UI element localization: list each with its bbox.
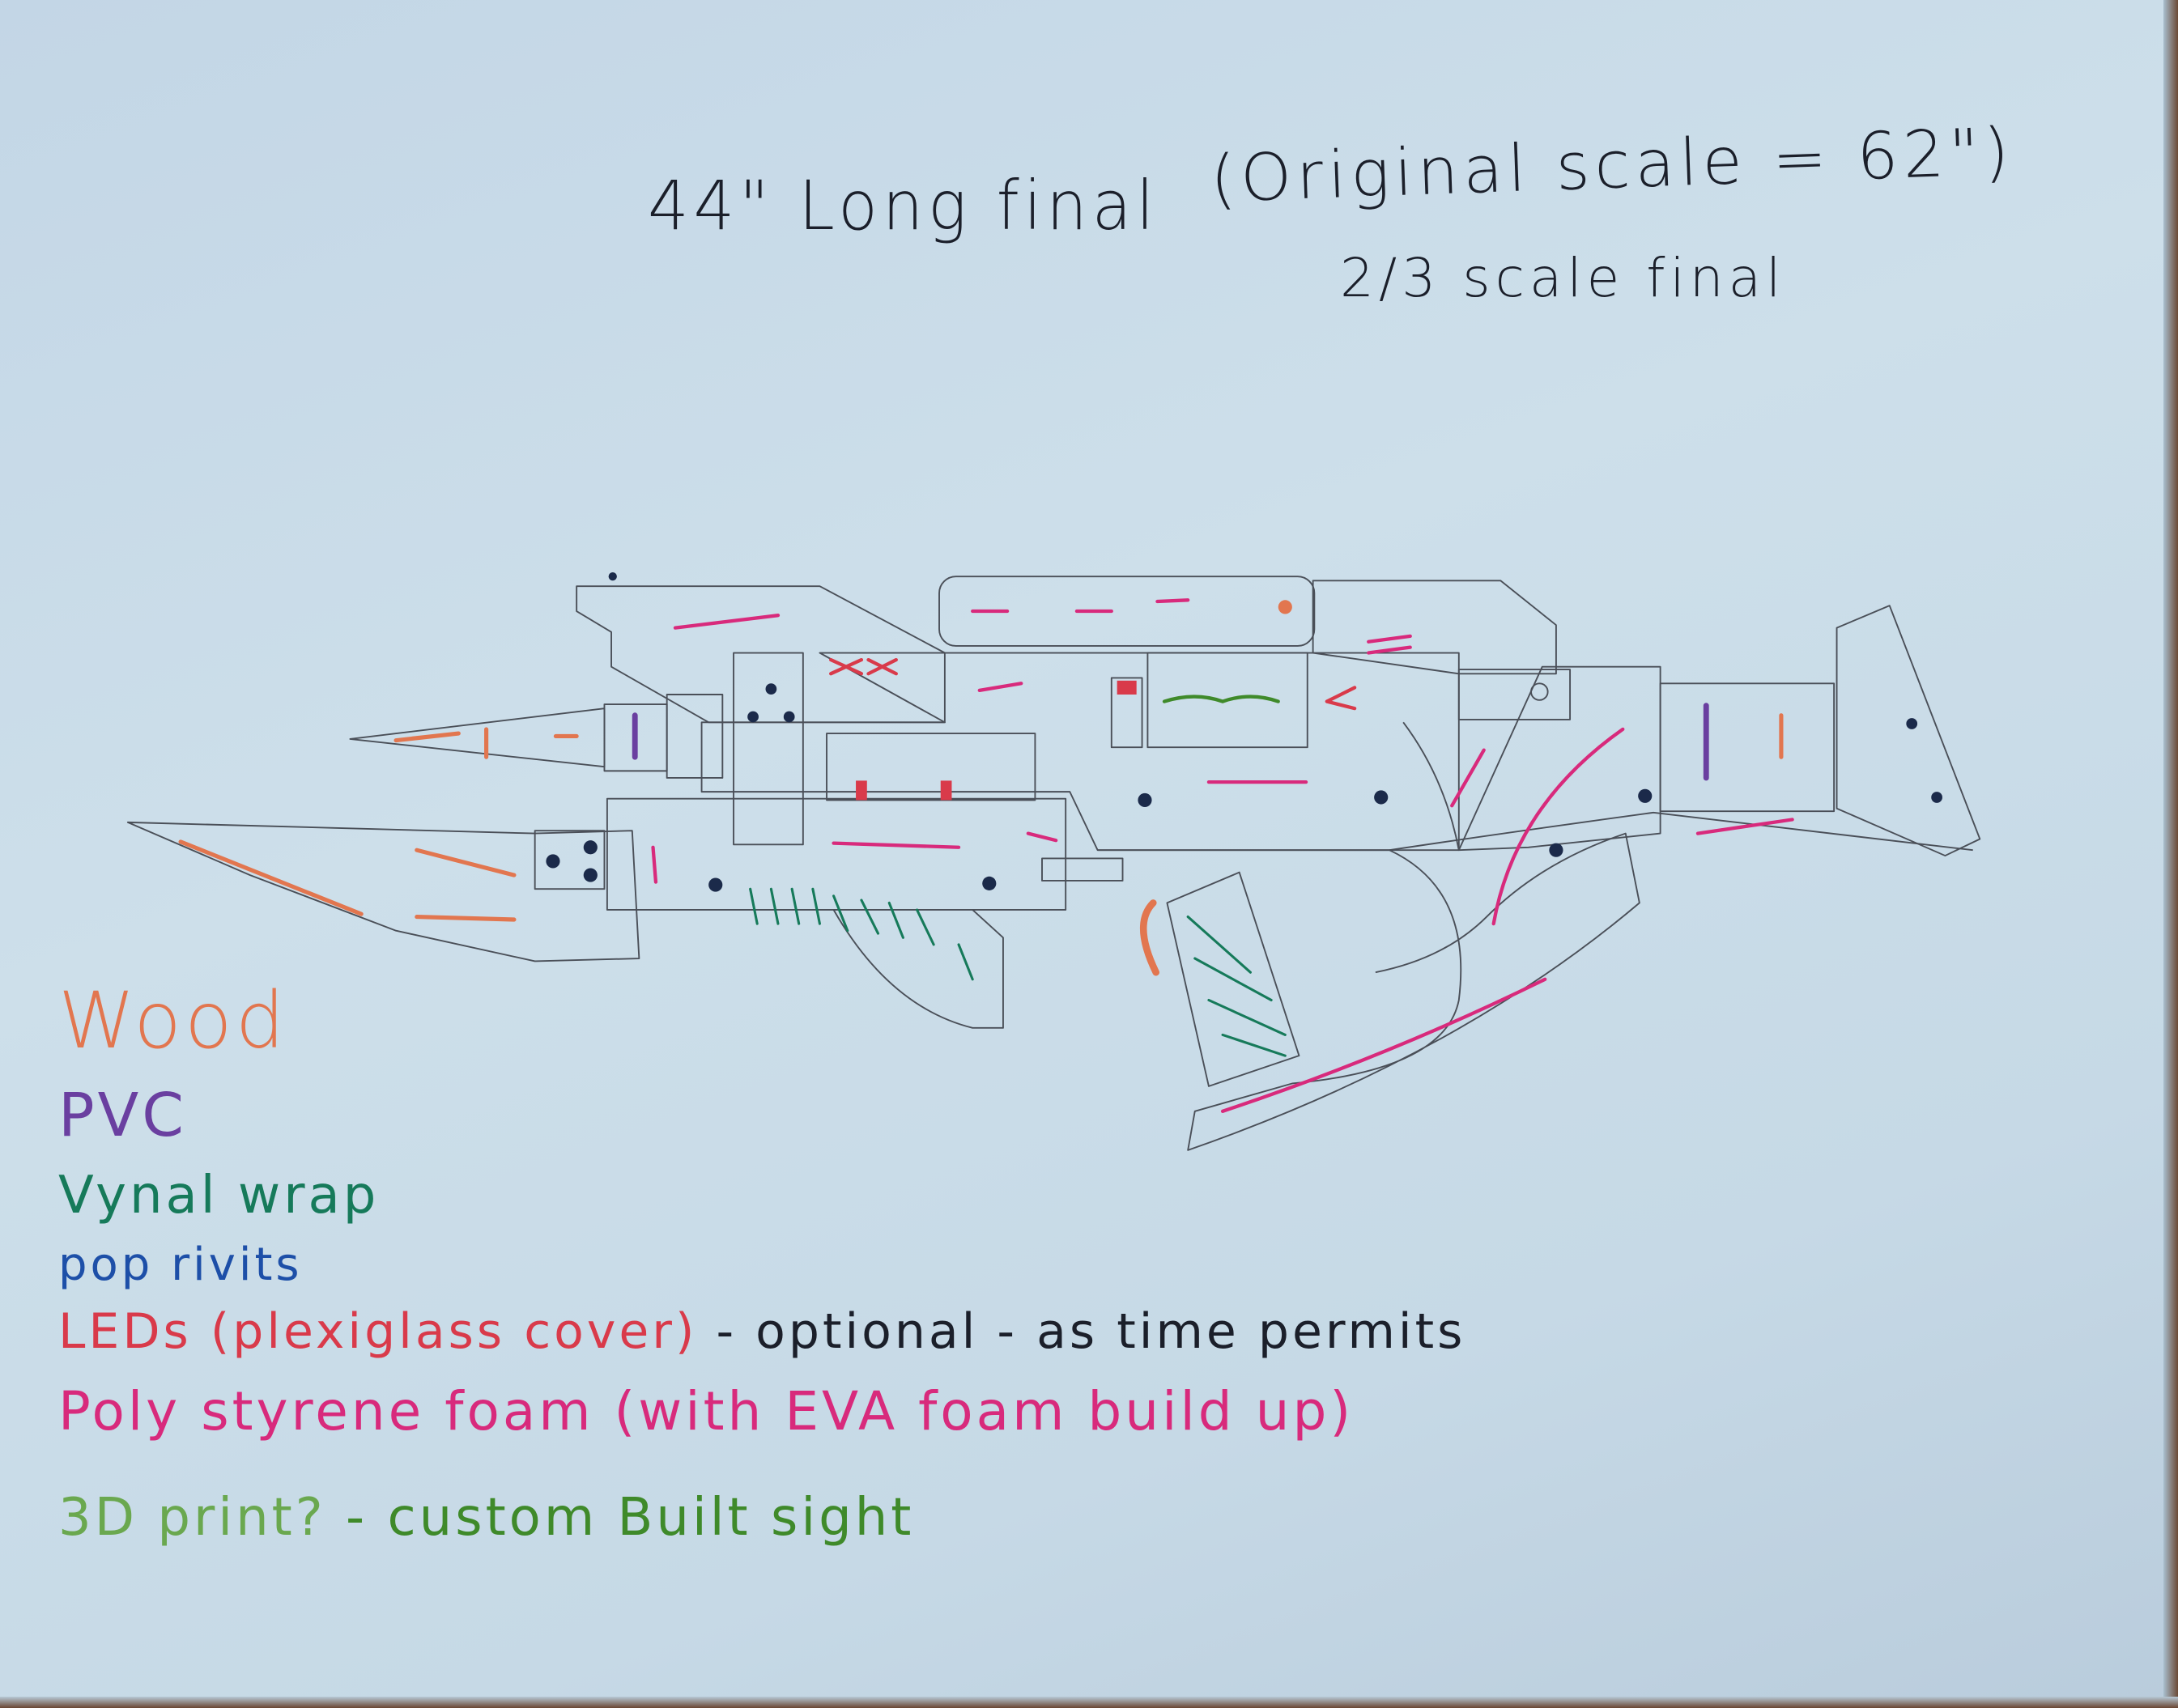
stock-body [1457, 665, 1661, 852]
top-rail [938, 576, 1316, 647]
upper-front [576, 585, 946, 724]
tower [733, 652, 804, 846]
blade [126, 821, 640, 962]
mid-block [826, 733, 1036, 801]
legend-3d-print: 3D print? - custom Built sight [58, 1488, 914, 1548]
leds-note: - optional - as time permits [697, 1303, 1466, 1360]
legend-wood: Wood [58, 975, 288, 1066]
pvc-label: PVC [58, 1081, 187, 1150]
length-title: 44" Long final [648, 166, 1159, 245]
rivet-dots [546, 571, 1942, 892]
rear-upper [1312, 580, 1557, 675]
lower-stock [1097, 832, 1640, 1151]
wood-marks [178, 600, 1784, 976]
stock-connector [1659, 682, 1836, 813]
pvc-marks [632, 703, 1709, 781]
sight-box [1146, 652, 1308, 749]
trigger-housing [1041, 857, 1124, 882]
stock-butt [1836, 605, 1981, 856]
upper-curve [1402, 721, 1460, 851]
table-edge [0, 1697, 2178, 1708]
lower-fore [606, 797, 1067, 911]
legend-foam: Poly styrene foam (with EVA foam build u… [58, 1380, 1355, 1442]
switch [1110, 677, 1143, 749]
rear-block [1457, 669, 1572, 720]
foregrip [832, 909, 1004, 1029]
legend-vinyl-wrap: Vynal wrap [58, 1166, 380, 1226]
vinyl-marks [749, 887, 1287, 1057]
barrel-segment [666, 694, 724, 779]
paper-edge [2163, 0, 2178, 1708]
print-label: 3D print? [58, 1488, 326, 1548]
scale-note: 2/3 scale final [1340, 247, 1786, 309]
led-marks [856, 680, 1137, 801]
legend-pop-rivets: pop rivits [58, 1239, 303, 1291]
legend-leds: LEDs (plexiglass cover) - optional - as … [58, 1303, 1465, 1360]
leds-label: LEDs (plexiglass cover) [58, 1303, 698, 1360]
legend-pvc: PVC [58, 1081, 187, 1150]
foam-marks [651, 598, 1794, 1113]
print-note: - custom Built sight [325, 1488, 915, 1548]
grip [1166, 871, 1300, 1087]
main-body [700, 652, 1460, 852]
sight-marks [1162, 695, 1280, 703]
rivet-plate [534, 830, 606, 890]
